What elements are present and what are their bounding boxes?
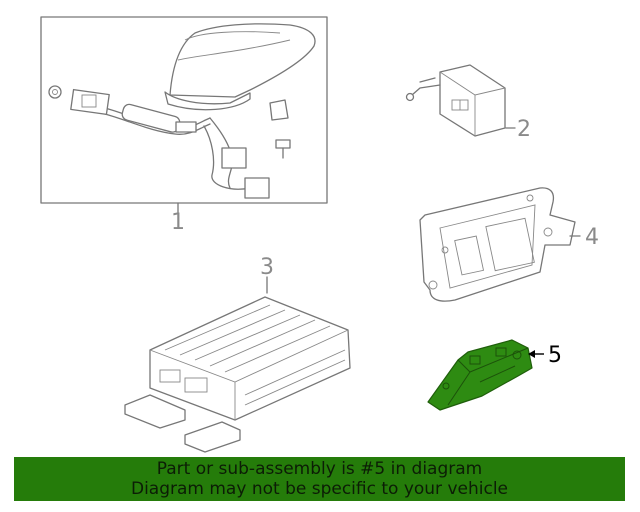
info-banner: Part or sub-assembly is #5 in diagram Di… <box>14 457 625 501</box>
highlighted-part-body <box>427 339 533 411</box>
amplifier-mount-right <box>184 421 241 453</box>
module-box <box>439 64 506 137</box>
callout-4: 4 <box>585 225 599 250</box>
banner-line-disclaimer: Diagram may not be specific to your vehi… <box>130 479 508 499</box>
left-connector <box>70 88 110 116</box>
part-1-antenna-assembly[interactable] <box>40 16 328 214</box>
callout-5: 5 <box>548 343 562 368</box>
right-connector-lower <box>244 177 270 199</box>
grommet <box>48 85 62 99</box>
right-connector-upper <box>221 147 247 169</box>
part-2-control-module[interactable] <box>405 64 516 137</box>
amplifier-mount-left <box>124 394 186 429</box>
part-4-bracket[interactable] <box>419 187 581 302</box>
amplifier-body <box>149 296 351 421</box>
callout-3: 3 <box>260 255 274 280</box>
cable-plug <box>175 121 197 133</box>
callout-1: 1 <box>171 210 185 235</box>
clip <box>269 99 289 121</box>
bolt-head <box>275 139 291 149</box>
part-5-highlighted-module[interactable] <box>427 339 544 411</box>
part-1-frame <box>40 16 328 204</box>
banner-line-part: Part or sub-assembly is #5 in diagram <box>156 459 483 479</box>
callout-2: 2 <box>517 117 531 142</box>
shark-fin-antenna <box>169 23 316 98</box>
bracket-plate <box>419 187 576 302</box>
antenna-base <box>164 91 251 111</box>
part-3-amplifier[interactable] <box>124 276 351 453</box>
